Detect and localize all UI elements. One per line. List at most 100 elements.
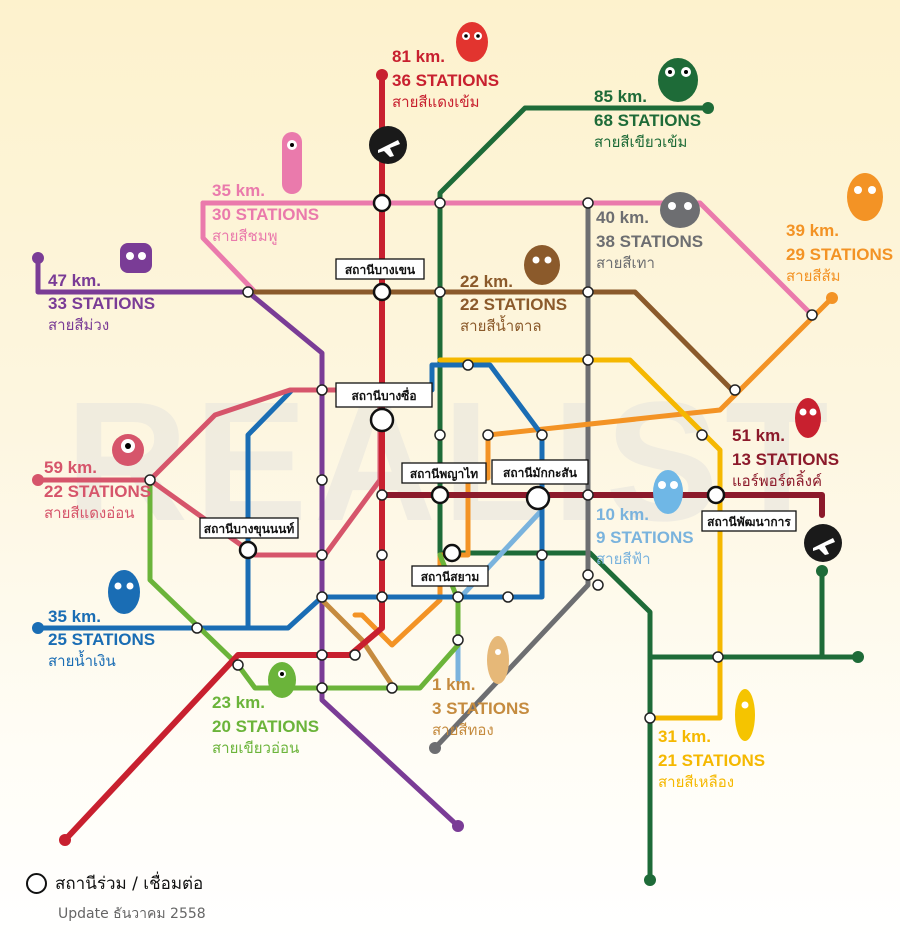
station-label-makkasan[interactable]: สถานีมักกะสัน: [491, 459, 589, 485]
station-name: สถานีบางขุนนนท์: [204, 522, 295, 537]
line-name: สายสีเหลือง: [658, 773, 734, 791]
line-name: สายสีม่วง: [48, 316, 109, 334]
line-pink-branch: [200, 200, 258, 295]
station-dot-makkasan[interactable]: [525, 485, 551, 511]
label-dark-red-line: 81 km. 36 STATIONS สายสีแดงเข้ม: [392, 47, 499, 111]
station-label-siam[interactable]: สถานีสยาม: [411, 565, 489, 587]
line-station-count: 30 STATIONS: [212, 205, 319, 224]
line-terminals: [32, 69, 864, 886]
line-name: สายสีเขียวเข้ม: [594, 133, 687, 151]
station-name: สถานีพญาไท: [410, 466, 478, 481]
label-brown-line: 22 km. 22 STATIONS สายสีน้ำตาล: [460, 272, 567, 335]
line-name: สายสีส้ม: [786, 267, 841, 285]
label-light-green-line: 23 km. 20 STATIONS สายเขียวอ่อน: [212, 693, 319, 757]
line-length: 10 km.: [596, 505, 649, 524]
station-name: สถานีมักกะสัน: [503, 466, 578, 480]
line-length: 85 km.: [594, 87, 647, 106]
label-orange-line: 39 km. 29 STATIONS สายสีส้ม: [786, 221, 893, 285]
station-dot-bang-khen[interactable]: [372, 282, 392, 302]
line-yellow: [437, 357, 723, 721]
station-dot-phaya-thai[interactable]: [430, 485, 450, 505]
station-label-bang-khen[interactable]: สถานีบางเขน: [335, 258, 425, 280]
monster-mascot-icon: [653, 470, 683, 514]
line-name: สายเขียวอ่อน: [212, 739, 299, 757]
line-station-count: 33 STATIONS: [48, 294, 155, 313]
station-dot-siam[interactable]: [442, 543, 462, 563]
station-label-bang-khun-non[interactable]: สถานีบางขุนนนท์: [199, 517, 299, 539]
line-station-count: 9 STATIONS: [596, 528, 694, 547]
monster-mascot-icon: [795, 398, 821, 438]
major-stations: [238, 193, 726, 563]
line-station-count: 22 STATIONS: [44, 482, 151, 501]
line-name: แอร์พอร์ตลิ้งค์: [732, 470, 822, 490]
station-label-phaya-thai[interactable]: สถานีพญาไท: [401, 462, 487, 484]
minor-stations: [144, 197, 818, 724]
line-length: 40 km.: [596, 208, 649, 227]
label-light-red-line: 59 km. 22 STATIONS สายสีแดงอ่อน: [44, 458, 151, 522]
line-station-count: 13 STATIONS: [732, 450, 839, 469]
line-length: 22 km.: [460, 272, 513, 291]
line-station-count: 25 STATIONS: [48, 630, 155, 649]
monster-mascot-icon: [660, 192, 700, 228]
label-airport-link: 51 km. 13 STATIONS แอร์พอร์ตลิ้งค์: [732, 426, 839, 490]
station-label-phatthanakan[interactable]: สถานีพัฒนาการ: [701, 510, 797, 532]
label-pink-line: 35 km. 30 STATIONS สายสีชมพู: [212, 181, 319, 245]
monster-mascot-icon: [112, 434, 144, 466]
monster-mascot-icon: [120, 243, 152, 273]
station-dot-bang-khun-non[interactable]: [238, 540, 258, 560]
monster-mascot-icon: [487, 636, 509, 684]
label-dark-green-line: 85 km. 68 STATIONS สายสีเขียวเข้ม: [594, 87, 701, 151]
line-name: สายสีชมพู: [212, 227, 277, 245]
line-name: สายสีเทา: [596, 254, 655, 272]
line-purple: [35, 255, 461, 829]
line-gold: [319, 597, 395, 688]
line-blue: [35, 362, 545, 631]
line-length: 31 km.: [658, 727, 711, 746]
label-purple-line: 47 km. 33 STATIONS สายสีม่วง: [48, 271, 155, 334]
monster-mascot-icon: [658, 58, 698, 102]
station-dot-phatthanakan[interactable]: [706, 485, 726, 505]
monster-mascot-icon: [735, 689, 755, 741]
line-grey: [432, 200, 591, 751]
line-name: สายน้ำเงิน: [48, 650, 116, 670]
station-dot[interactable]: [372, 193, 392, 213]
interchange-ring-icon: [26, 873, 47, 894]
station-name: สถานีบางเขน: [345, 263, 416, 277]
line-station-count: 22 STATIONS: [460, 295, 567, 314]
station-name: สถานีพัฒนาการ: [707, 515, 791, 529]
monster-mascot-icon: [108, 570, 140, 614]
line-station-count: 3 STATIONS: [432, 699, 530, 718]
legend: สถานีร่วม / เชื่อมต่อ Update ธันวาคม 255…: [26, 870, 206, 925]
monster-mascot-icon: [282, 132, 302, 194]
station-label-bang-sue[interactable]: สถานีบางซื่อ: [335, 382, 433, 408]
airplane-icon: [369, 126, 407, 164]
line-name: สายสีฟ้า: [596, 550, 651, 568]
line-length: 59 km.: [44, 458, 97, 477]
line-station-count: 68 STATIONS: [594, 111, 701, 130]
label-gold-line: 1 km. 3 STATIONS สายสีทอง: [432, 675, 530, 739]
line-length: 35 km.: [212, 181, 265, 200]
line-length: 23 km.: [212, 693, 265, 712]
line-station-count: 36 STATIONS: [392, 71, 499, 90]
label-yellow-line: 31 km. 21 STATIONS สายสีเหลือง: [658, 727, 765, 791]
line-name: สายสีแดงอ่อน: [44, 504, 135, 522]
line-name: สายสีน้ำตาล: [460, 315, 542, 335]
update-note: Update ธันวาคม 2558: [58, 906, 206, 922]
label-grey-line: 40 km. 38 STATIONS สายสีเทา: [596, 208, 703, 272]
line-station-count: 29 STATIONS: [786, 245, 893, 264]
line-length: 1 km.: [432, 675, 475, 694]
monster-mascot-icon: [456, 22, 488, 62]
line-length: 51 km.: [732, 426, 785, 445]
label-light-blue-line: 10 km. 9 STATIONS สายสีฟ้า: [596, 505, 694, 568]
line-orange: [352, 295, 835, 648]
station-name: สถานีสยาม: [421, 570, 480, 584]
line-pink: [200, 200, 815, 318]
station-dot-bang-sue[interactable]: [369, 407, 395, 433]
monster-mascot-icon: [268, 662, 296, 698]
line-light-green: [147, 477, 461, 691]
line-length: 35 km.: [48, 607, 101, 626]
line-length: 39 km.: [786, 221, 839, 240]
airplane-icon: [804, 524, 842, 562]
legend-text: สถานีร่วม / เชื่อมต่อ: [55, 874, 204, 894]
